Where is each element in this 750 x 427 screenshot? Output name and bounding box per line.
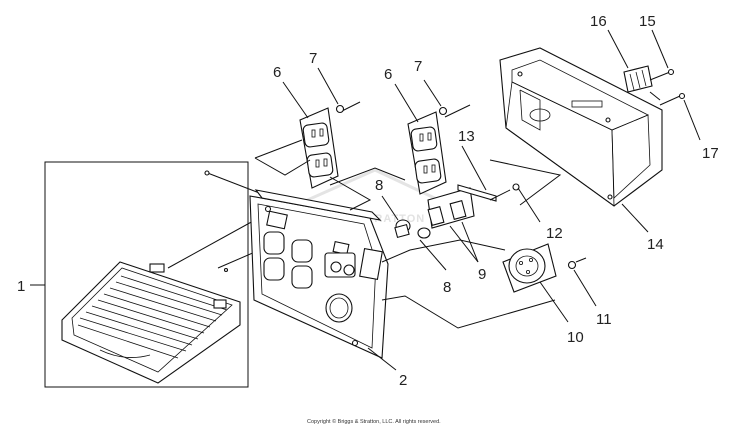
leader-2	[367, 347, 397, 371]
callout-9: 9	[478, 266, 486, 283]
screw-part-15	[649, 29, 675, 81]
panel-screws	[167, 170, 263, 273]
screw-part-12	[489, 183, 541, 223]
twist-lock-receptacle-part-10	[502, 243, 569, 323]
nut-part-7	[335, 104, 448, 116]
nut-part-11	[567, 257, 597, 307]
indicator-part-8	[381, 195, 447, 271]
callout-1: 1	[17, 278, 25, 295]
callout-16: 16	[590, 13, 607, 30]
callout-8b: 8	[443, 279, 451, 296]
callout-7a: 7	[309, 50, 317, 67]
callout-12: 12	[546, 225, 563, 242]
leader-7b	[423, 79, 442, 107]
leader-7a	[317, 67, 339, 105]
leader-6b	[394, 83, 419, 123]
callout-7b: 7	[414, 58, 422, 75]
cover-panel-part	[44, 161, 249, 388]
screw-part-17	[659, 92, 701, 141]
callout-labels: 1 2 6 6 7 7 8 8 9 10 11 12 13 14 15 16 1…	[17, 13, 719, 389]
callout-11: 11	[596, 311, 612, 328]
duplex-receptacle-left	[299, 107, 339, 189]
bar-part-13	[457, 145, 497, 202]
assembly-lines-lower	[381, 295, 556, 329]
leader-6a	[282, 81, 309, 119]
breaker-part-9	[427, 187, 479, 263]
housing-box-part-14	[499, 47, 663, 233]
callout-10: 10	[567, 329, 584, 346]
callout-13: 13	[458, 128, 475, 145]
copyright-notice: Copyright © Briggs & Stratton, LLC. All …	[307, 418, 441, 425]
callout-6a: 6	[273, 64, 281, 81]
callout-14: 14	[647, 236, 664, 253]
terminal-block-part-16	[607, 29, 661, 101]
assembly-line-10	[381, 239, 506, 263]
callout-17: 17	[702, 145, 719, 162]
control-panel-part	[249, 189, 389, 359]
assembly-line-14	[489, 159, 562, 206]
duplex-receptacle-right	[407, 111, 447, 195]
callout-15: 15	[639, 13, 656, 30]
callout-6b: 6	[384, 66, 392, 83]
callout-2: 2	[399, 372, 407, 389]
callout-8a: 8	[375, 177, 383, 194]
